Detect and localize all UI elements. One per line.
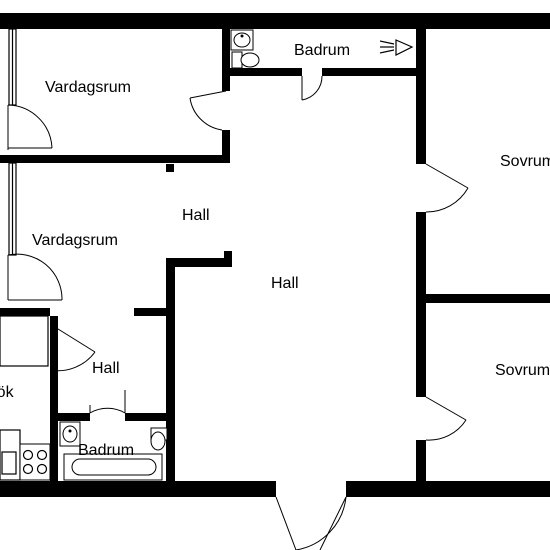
doors (7, 75, 469, 550)
fixtures (0, 29, 414, 481)
wall-living-mid-bottom-right (134, 308, 174, 316)
wall-bedrooms-upper (416, 76, 426, 164)
sink-icon-top-bath (230, 29, 254, 51)
interior-walls (0, 29, 550, 481)
label-bedroom-top: Sovrum (500, 153, 550, 170)
door-bedroom-top (425, 163, 469, 213)
label-bath-top: Badrum (294, 42, 350, 59)
label-living-top: Vardagsrum (45, 79, 131, 96)
door-entrance (275, 496, 347, 550)
sink-icon-kitchen (1, 451, 17, 475)
wall-bath-top-bottom-left (222, 68, 302, 76)
wall-bedrooms-lower (416, 440, 426, 481)
door-bedroom-bottom (425, 396, 467, 441)
wall-living-mid-bottom-left (0, 308, 50, 316)
door-living-top (7, 104, 53, 150)
label-kitchen: Kök (0, 384, 15, 401)
door-bath-bottom (89, 390, 126, 414)
label-living-mid: Vardagsrum (32, 232, 118, 249)
label-hall-upper: Hall (182, 207, 210, 224)
toilet-icon-top-bath (231, 51, 260, 69)
label-hall-small: Hall (92, 360, 120, 377)
bottom-exterior-wall-left (0, 481, 276, 497)
door-kitchen (49, 323, 96, 372)
wall-hall-lower-horizontal (166, 258, 232, 267)
door-living-mid (7, 253, 63, 301)
wall-living-top-bottom (0, 155, 230, 163)
wall-bath-bottom-top-left (50, 413, 90, 421)
sink-icon-bottom-bath (59, 421, 81, 447)
wall-bath-bottom-top-right (125, 413, 174, 421)
wall-post-hall (166, 164, 174, 172)
wall-bath-top-bottom-right (322, 68, 426, 76)
wall-bath-top-right (416, 29, 426, 76)
wall-bath-top-left (222, 29, 230, 75)
bottom-exterior-wall-right (346, 481, 550, 497)
stove-icon (19, 443, 51, 481)
label-bath-bottom: Badrum (78, 442, 134, 459)
room-labels: Vardagsrum Badrum Hall Vardagsrum Hall H… (0, 42, 550, 459)
wall-hall-divider-vertical (166, 258, 175, 481)
shower-icon (379, 39, 414, 56)
windows (8, 28, 17, 256)
counter-icon (0, 429, 21, 481)
wall-kitchen-right (50, 316, 58, 481)
wall-living-top-right-lower (222, 130, 230, 163)
label-hall-main: Hall (271, 275, 299, 292)
wall-bedroom-divider (426, 294, 550, 303)
door-living-top-hall (189, 90, 227, 131)
bathtub-icon (63, 453, 163, 481)
wall-hall-lower-stub (224, 251, 232, 267)
exterior-walls (0, 13, 550, 497)
fridge-icon (0, 315, 49, 367)
toilet-icon-bottom-bath (150, 427, 168, 451)
wall-bedrooms-mid (416, 212, 426, 397)
door-bath-top (301, 75, 323, 101)
top-exterior-wall (0, 13, 550, 29)
label-bedroom-bottom: Sovrum (495, 362, 550, 379)
